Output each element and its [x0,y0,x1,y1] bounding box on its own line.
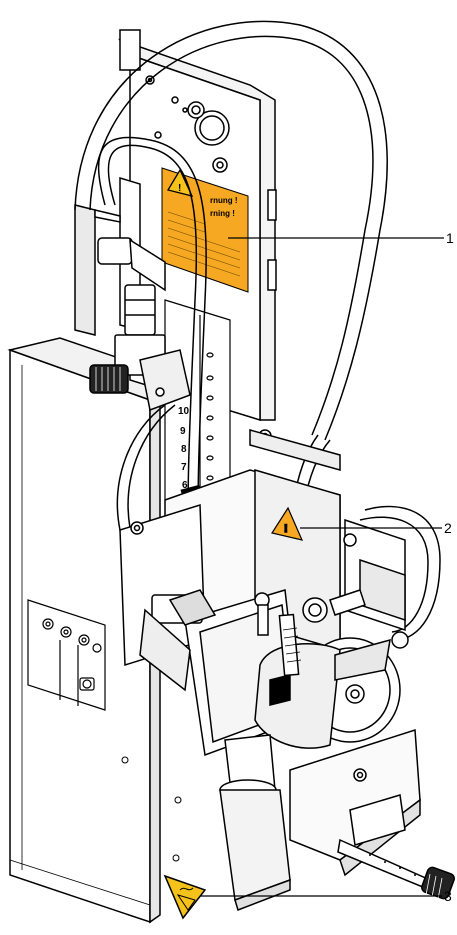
scale-numbers: 10 9 8 7 6 [178,406,190,491]
scale-number: 6 [182,480,188,491]
scale-number: 8 [181,444,187,455]
dispensing-head [219,728,455,911]
callout-label: 3 [444,888,452,904]
warning-text-line1: rnung ! [210,196,238,205]
connector-panel [27,599,106,711]
warning-triangle-icon [271,506,304,541]
hot-surface-warning-icon [163,874,207,920]
svg-text:!: ! [284,523,288,535]
scale-number: 10 [178,406,190,417]
callout-leaders [200,237,444,897]
scale-number: 9 [180,426,186,437]
scale-number: 7 [181,462,187,473]
callout-label: 1 [446,230,454,246]
pump-drive [139,533,401,757]
valve-assembly [89,237,191,412]
callout-labels: 1 2 3 [444,230,454,904]
svg-text:!: ! [178,183,181,194]
warning-triangle-icon [166,168,194,197]
callout-label: 2 [444,520,452,536]
warning-text-line2: rning ! [210,209,235,218]
cabinet-screws [121,756,182,862]
